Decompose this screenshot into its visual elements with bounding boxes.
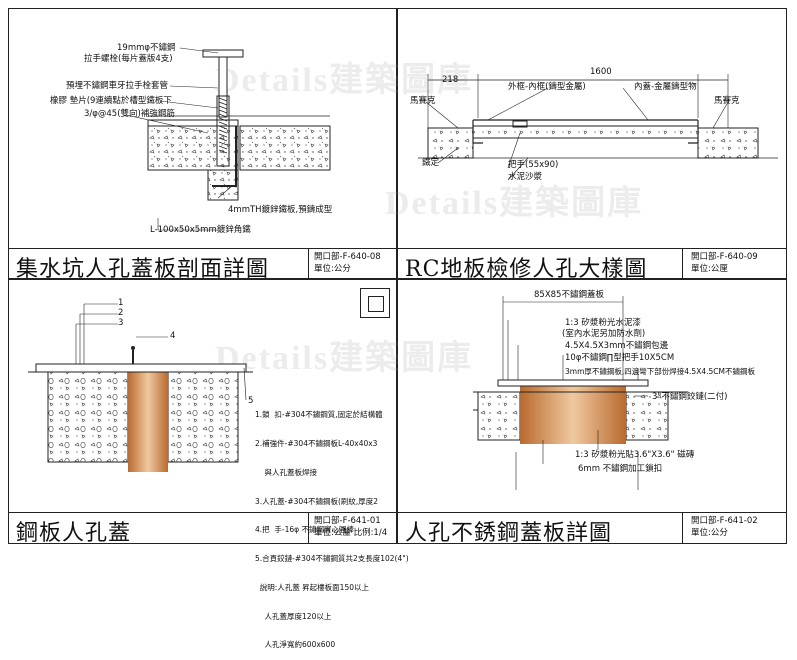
panel-2-dimension: 218 bbox=[442, 75, 459, 85]
note-line: 1.鎖 扣-#304不鏽鋼質,固定於結構體 bbox=[255, 410, 383, 420]
panel-4-dimension: 85X85不鏽鋼蓋板 bbox=[534, 290, 604, 300]
panel-1-label: 4mmTH鍍鋅鐵板,預鑄成型 bbox=[228, 205, 333, 215]
panel-4-unit: 單位:公分 bbox=[691, 528, 728, 538]
panel-4-label: 4.5X4.5X3mm不鏽鋼包邊 bbox=[565, 341, 669, 351]
note-line: 與人孔蓋板焊接 bbox=[255, 467, 318, 477]
callout-number: 1 bbox=[118, 298, 124, 308]
horizontal-divider bbox=[8, 278, 787, 280]
panel-3-title: 鋼板人孔蓋 bbox=[16, 521, 132, 546]
panel-1-label: 19mmφ不鏽鋼 bbox=[117, 43, 176, 53]
panel-1-label: L-100x50x5mm鍍鋅角鐵 bbox=[150, 225, 251, 235]
panel-3-title-bar: 鋼板人孔蓋 開口部-F-641-01 單位:公釐 比例:1/4 bbox=[8, 512, 396, 546]
panel-1-unit: 單位:公分 bbox=[314, 264, 351, 274]
key-plan bbox=[360, 288, 390, 318]
panel-2-dimension: 1600 bbox=[590, 67, 612, 77]
panel-2-label: 外框-內框(鑄型金屬) bbox=[508, 82, 586, 92]
panel-2-label: 馬賽克 bbox=[714, 96, 740, 106]
panel-4-label: 3mm厚不鏽鋼板,四邊彎下部份焊接4.5X4.5CM不鏽鋼板 bbox=[565, 367, 755, 376]
panel-4-label: 3"不鏽鋼鉸鏈(二付) bbox=[652, 392, 728, 402]
panel-2-unit: 單位:公厘 bbox=[691, 264, 728, 274]
panel-2-label: 內蓋-金屬鑄型物 bbox=[634, 82, 697, 92]
watermark: Details建築圖庫 bbox=[385, 185, 644, 222]
panel-4-label: 1:3 矽漿粉光貼3.6"X3.6" 磁磚 bbox=[575, 450, 695, 460]
callout-number: 3 bbox=[118, 318, 124, 328]
note-line: 說明:人孔蓋 昇起樓板面150以上 bbox=[255, 582, 369, 592]
panel-4-label: (室內水泥另加防水劑) bbox=[562, 329, 646, 339]
panel-2-title-bar: RC地板檢修人孔大樣圖 開口部-F-640-09 單位:公厘 bbox=[397, 248, 787, 282]
panel-2-code: 開口部-F-640-09 bbox=[691, 252, 758, 262]
note-line: 3.人孔蓋-#304不鏽鋼板(刷紋,厚度2 bbox=[255, 496, 379, 506]
panel-3-drawing bbox=[28, 303, 253, 472]
callout-number: 5 bbox=[248, 396, 254, 406]
panel-1-drawing bbox=[125, 47, 331, 231]
callout-number: 2 bbox=[118, 308, 124, 318]
panel-4-code: 開口部-F-641-02 bbox=[691, 516, 758, 526]
panel-4-drawing bbox=[473, 296, 688, 490]
panel-1-code: 開口部-F-640-08 bbox=[314, 252, 381, 262]
vertical-divider bbox=[396, 8, 398, 544]
panel-3-unit: 單位:公釐 比例:1/4 bbox=[314, 528, 388, 538]
panel-3-code: 開口部-F-641-01 bbox=[314, 516, 381, 526]
panel-2-label: 鐵定 bbox=[422, 158, 440, 168]
panel-1-title-bar: 集水坑人孔蓋板剖面詳圖 開口部-F-640-08 單位:公分 bbox=[8, 248, 396, 282]
panel-1-label: 橡膠 墊片(9連續點於槽型鐵板下 bbox=[50, 96, 172, 106]
panel-1-label: 拉手螺栓(每片蓋版4支) bbox=[84, 54, 173, 64]
note-line: 人孔淨寬約600x600 bbox=[255, 640, 336, 650]
panel-2-label: 水泥沙漿 bbox=[508, 172, 543, 182]
note-line: 人孔蓋厚度120以上 bbox=[255, 611, 332, 621]
note-line: 4.把 手-16φ 不鏽鋼實心圓棒 bbox=[255, 525, 355, 535]
panel-2-drawing bbox=[418, 74, 778, 181]
panel-4-label: 6mm 不鏽鋼加工鎖扣 bbox=[578, 464, 663, 474]
watermark: Details建築圖庫 bbox=[215, 340, 474, 377]
panel-4-title: 人孔不銹鋼蓋板詳圖 bbox=[405, 521, 613, 546]
panel-4-title-bar: 人孔不銹鋼蓋板詳圖 開口部-F-641-02 單位:公分 bbox=[397, 512, 787, 546]
panel-2-label: 馬賽克 bbox=[410, 96, 436, 106]
panel-1-title: 集水坑人孔蓋板剖面詳圖 bbox=[16, 257, 270, 282]
panel-2-title: RC地板檢修人孔大樣圖 bbox=[405, 257, 648, 282]
panel-2-label: 把手(55x90) bbox=[508, 160, 559, 170]
watermark: Details建築圖庫 bbox=[215, 62, 474, 99]
panel-4-label: 1:3 矽漿粉光水泥漆 bbox=[565, 318, 641, 328]
panel-1-label: 3/φ@45(雙向)補強鋼筋 bbox=[84, 109, 175, 119]
note-line: 5.合頁鉸鏈-#304不鏽鋼質共2支長度102(4") bbox=[255, 554, 409, 564]
note-line: 2.補強件-#304不鏽鋼板L-40x40x3 bbox=[255, 438, 378, 448]
panel-4-label: 10φ不鏽鋼∏型把手10X5CM bbox=[565, 353, 675, 363]
panel-1-label: 預埋不鏽鋼車牙拉手栓套管 bbox=[66, 81, 169, 91]
drawing-sheet bbox=[8, 8, 787, 544]
callout-number: 4 bbox=[170, 331, 176, 341]
